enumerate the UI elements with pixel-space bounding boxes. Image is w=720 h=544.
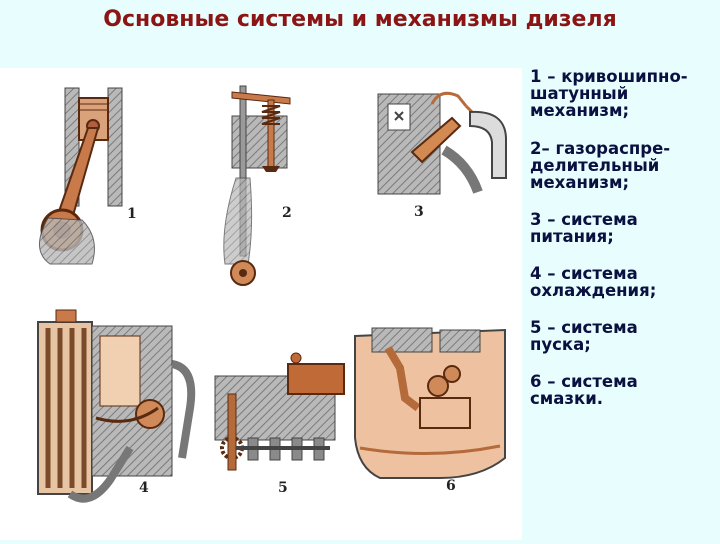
figure-number-2: 2 — [282, 205, 292, 221]
legend-item-lubrication-system: 6 – система смазки. — [530, 372, 638, 408]
figure-number-5: 5 — [278, 480, 288, 496]
valve-train-drawing: 2 — [223, 85, 292, 286]
crank-mechanism-drawing: 1 — [39, 87, 137, 265]
legend-item-crank-mechanism: 1 – кривошипно- шатунный механизм; — [530, 67, 688, 120]
figure-number-1: 1 — [127, 206, 137, 222]
figure-number-3: 3 — [414, 204, 424, 220]
fuel-system-drawing: 3 — [377, 91, 507, 220]
legend-item-valve-train: 2– газораспре- делительный механизм; — [530, 139, 671, 192]
lubrication-system-drawing: 6 — [354, 327, 506, 494]
figure-number-4: 4 — [139, 480, 149, 496]
legend-item-cooling-system: 4 – система охлаждения; — [530, 264, 657, 300]
figure-panel: 1 2 3 — [0, 68, 522, 540]
engine-systems-illustration: 1 2 3 — [37, 85, 507, 503]
legend-list: 1 – кривошипно- шатунный механизм; 2– га… — [530, 68, 716, 427]
slide-title: Основные системы и механизмы дизеля — [103, 7, 617, 32]
cooling-system-drawing: 4 — [37, 309, 196, 503]
legend-item-fuel-system: 3 – система питания; — [530, 210, 638, 246]
figure-number-6: 6 — [446, 478, 456, 494]
starting-system-drawing: 5 — [214, 352, 345, 496]
legend-item-starting-system: 5 – система пуска; — [530, 318, 638, 354]
